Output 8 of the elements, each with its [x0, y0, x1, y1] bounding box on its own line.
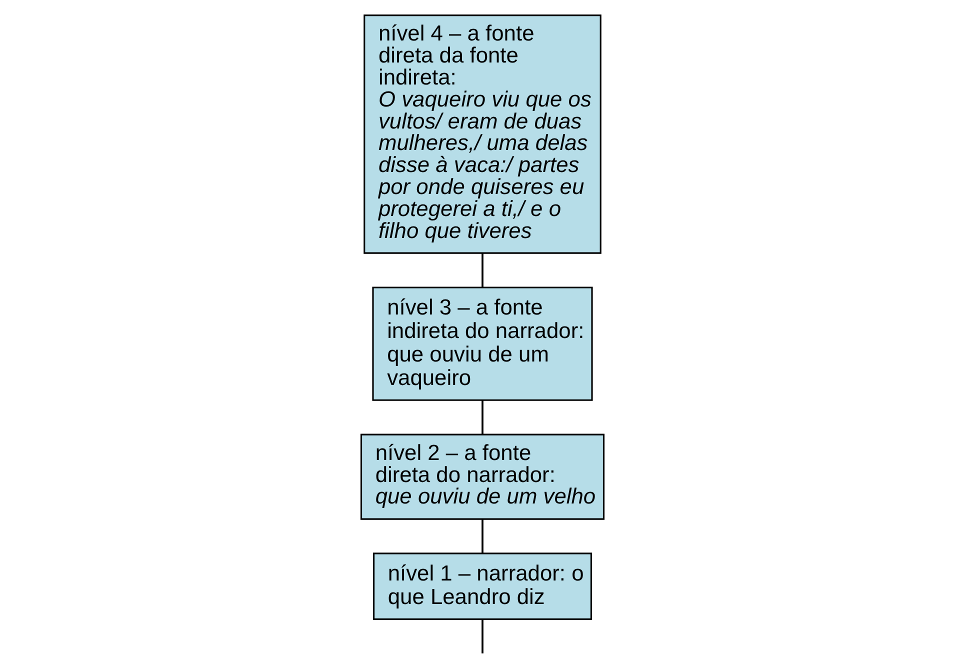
node-box: nível 2 – a fonte direta do narrador: que ouviu de um velho: [360, 434, 604, 520]
node-box: nível 1 – narrador: o que Leandro diz: [372, 552, 592, 620]
connector: [481, 400, 483, 434]
node-box: nível 3 – a fonte indireta do narrador: que ouviu de um vaqueiro: [372, 286, 592, 401]
connector: [481, 519, 483, 554]
connector: [481, 619, 483, 654]
connector: [481, 253, 483, 288]
node-box: nível 4 – a fonte direta da fonte indireta: O vaqueiro viu que os vultos/ eram de duas mulheres,/ uma delas disse à vaca:/ partes por onde quiseres eu protegerei a ti,/ e o filho que tiveres: [363, 14, 601, 254]
